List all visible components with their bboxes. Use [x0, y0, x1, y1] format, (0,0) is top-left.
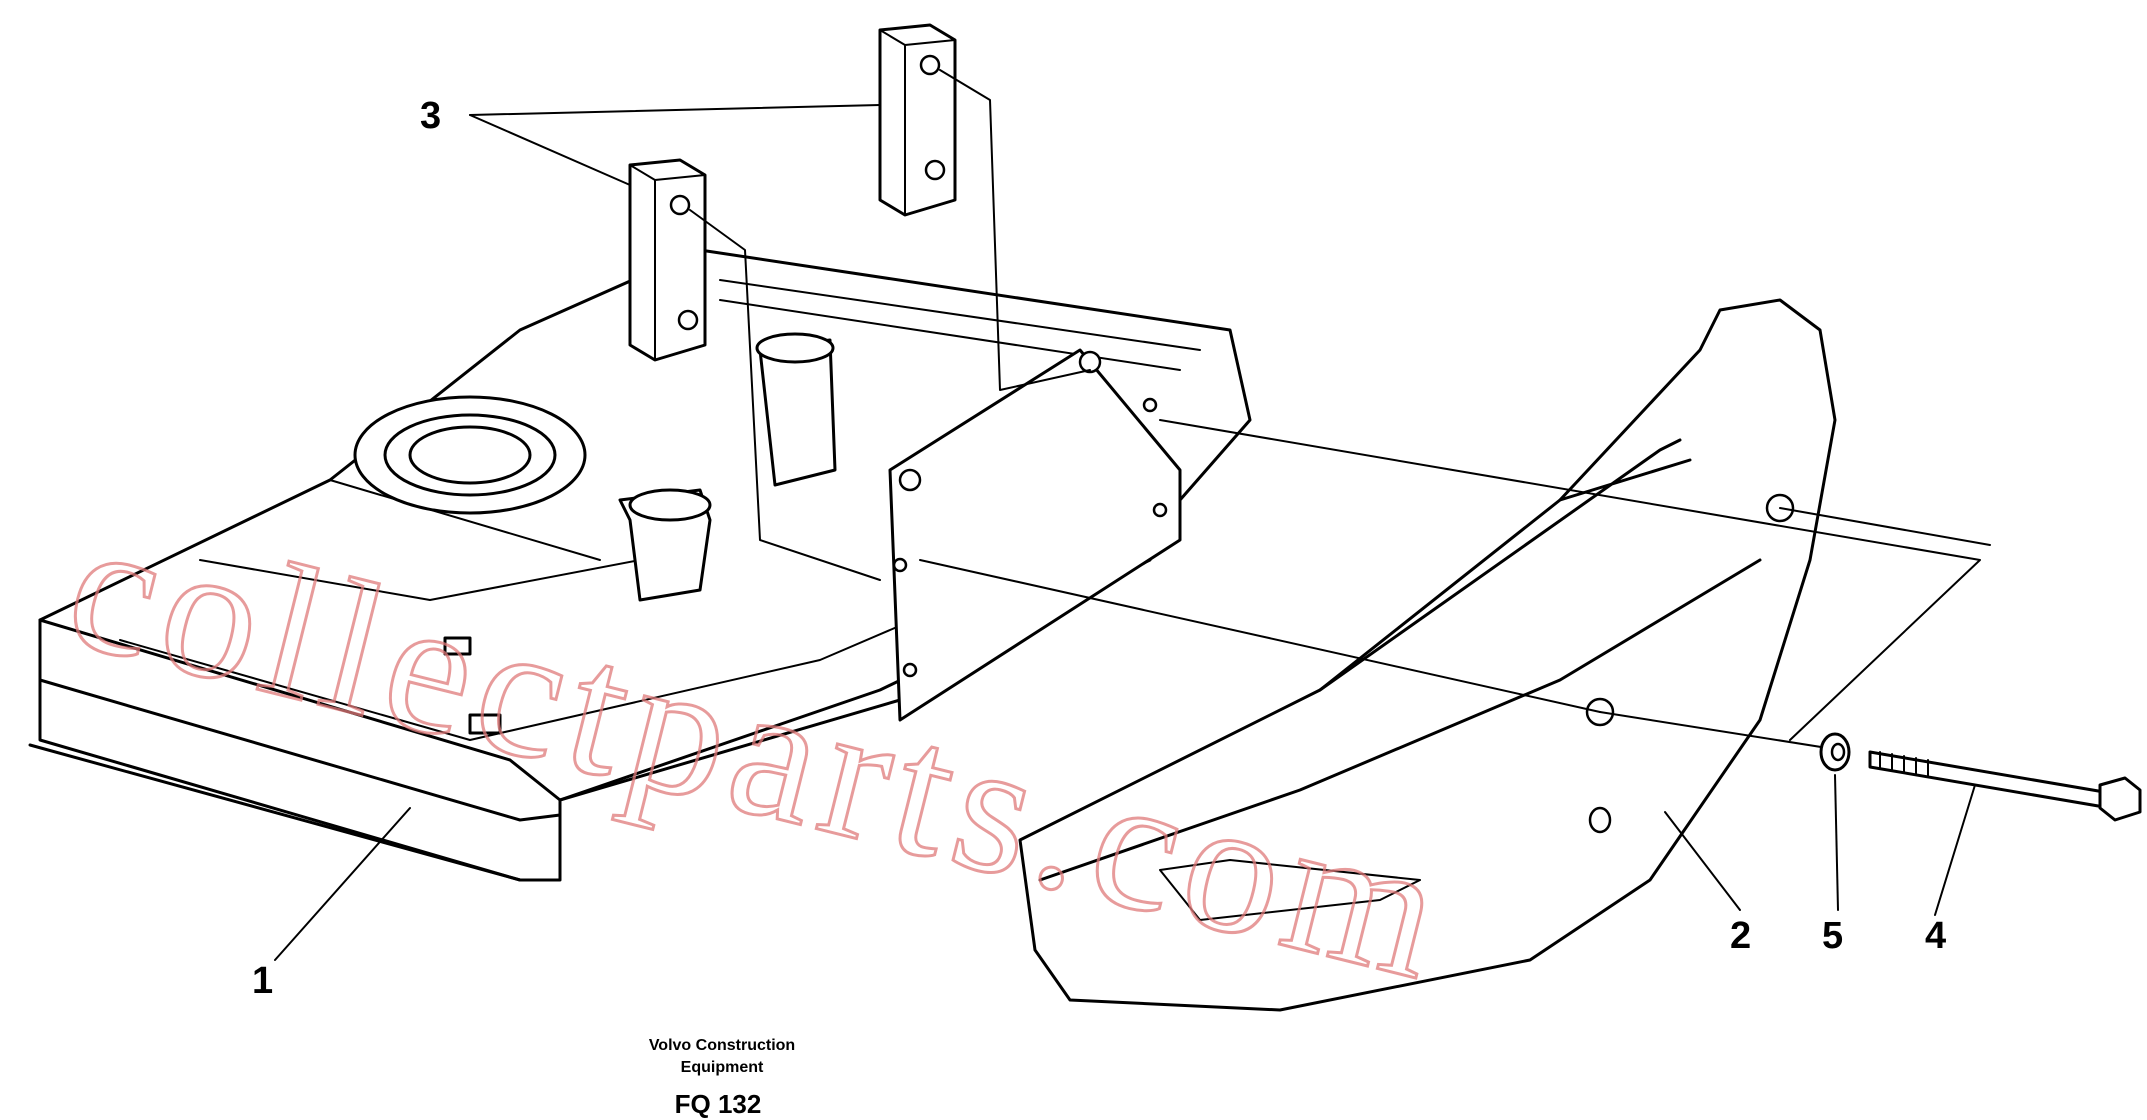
leader-5	[1834, 774, 1839, 911]
frame-deck-line-2	[199, 559, 641, 601]
lifting-eye-right-hole-2	[924, 159, 946, 181]
plate-hole-3	[1142, 397, 1158, 413]
plate-hole-5	[1152, 502, 1168, 518]
boss-left-top	[628, 488, 712, 522]
frame-rear-rail	[719, 279, 1201, 351]
leader-lines	[274, 104, 1976, 961]
leader-1	[274, 807, 411, 961]
counterweight-mount-plate	[888, 348, 1182, 722]
leader-2	[1664, 811, 1741, 911]
callout-3: 3	[420, 95, 441, 137]
lifting-eye-right-drop	[939, 69, 1091, 391]
leader-3a	[469, 104, 881, 116]
plate-hole-4	[892, 557, 908, 573]
slew-ring-inner	[408, 425, 532, 485]
callout-2: 2	[1730, 915, 1751, 957]
plate-hole-2	[1078, 350, 1102, 374]
callout-5: 5	[1822, 915, 1843, 957]
plate-hole-6	[902, 662, 918, 678]
counterweight-hole-3	[1588, 806, 1612, 834]
frame-deck-line-3	[329, 479, 601, 561]
callout-4: 4	[1925, 915, 1946, 957]
upper-frame-part-1	[28, 248, 1252, 882]
caption-figure-code: FQ 132	[675, 1089, 762, 1119]
bolt-part-4	[1868, 750, 2142, 822]
lifting-eye-left-edges	[629, 164, 706, 361]
counterweight-grille	[1159, 859, 1421, 921]
callout-1: 1	[252, 960, 273, 1002]
frame-detail-bolt	[443, 636, 472, 656]
frame-detail-clip	[468, 713, 502, 735]
align-line-top	[1159, 419, 1981, 741]
caption-company-line2: Equipment	[681, 1059, 764, 1076]
caption-company-line1: Volvo Construction	[649, 1037, 795, 1054]
washer-inner	[1830, 742, 1846, 762]
bolt-shank	[1868, 750, 2112, 810]
frame-bottom-edge	[28, 743, 522, 882]
boss-center-top	[755, 332, 835, 364]
counterweight-part-2	[1018, 298, 1837, 1012]
lifting-eye-part-3	[628, 23, 1091, 581]
lifting-eye-right	[878, 23, 957, 217]
frame-front-face	[38, 618, 562, 882]
align-line-hole2	[1779, 507, 1991, 546]
counterweight-mid-edge	[1038, 558, 1762, 882]
leader-3b	[469, 114, 631, 186]
washer-part-5	[1819, 732, 1851, 772]
lifting-eye-left-hole-2	[677, 309, 699, 331]
frame-front-edge	[38, 678, 562, 822]
lifting-eye-left-hole-1	[669, 194, 691, 216]
lifting-eye-left	[628, 158, 707, 362]
counterweight-top-ledge	[1318, 438, 1692, 692]
lifting-eye-left-drop	[689, 209, 881, 581]
bolt-head	[2098, 776, 2142, 822]
leader-4	[1934, 784, 1976, 916]
plate-hole-1	[898, 468, 922, 492]
lifting-eye-right-edges	[879, 29, 956, 216]
align-line-mid	[919, 559, 1601, 713]
frame-rear-rail-2	[719, 299, 1181, 371]
bolt-thread	[1879, 751, 1929, 777]
alignment-lines	[919, 419, 1991, 751]
lifting-eye-right-hole-1	[919, 54, 941, 76]
align-line-bolt	[1599, 711, 1841, 751]
